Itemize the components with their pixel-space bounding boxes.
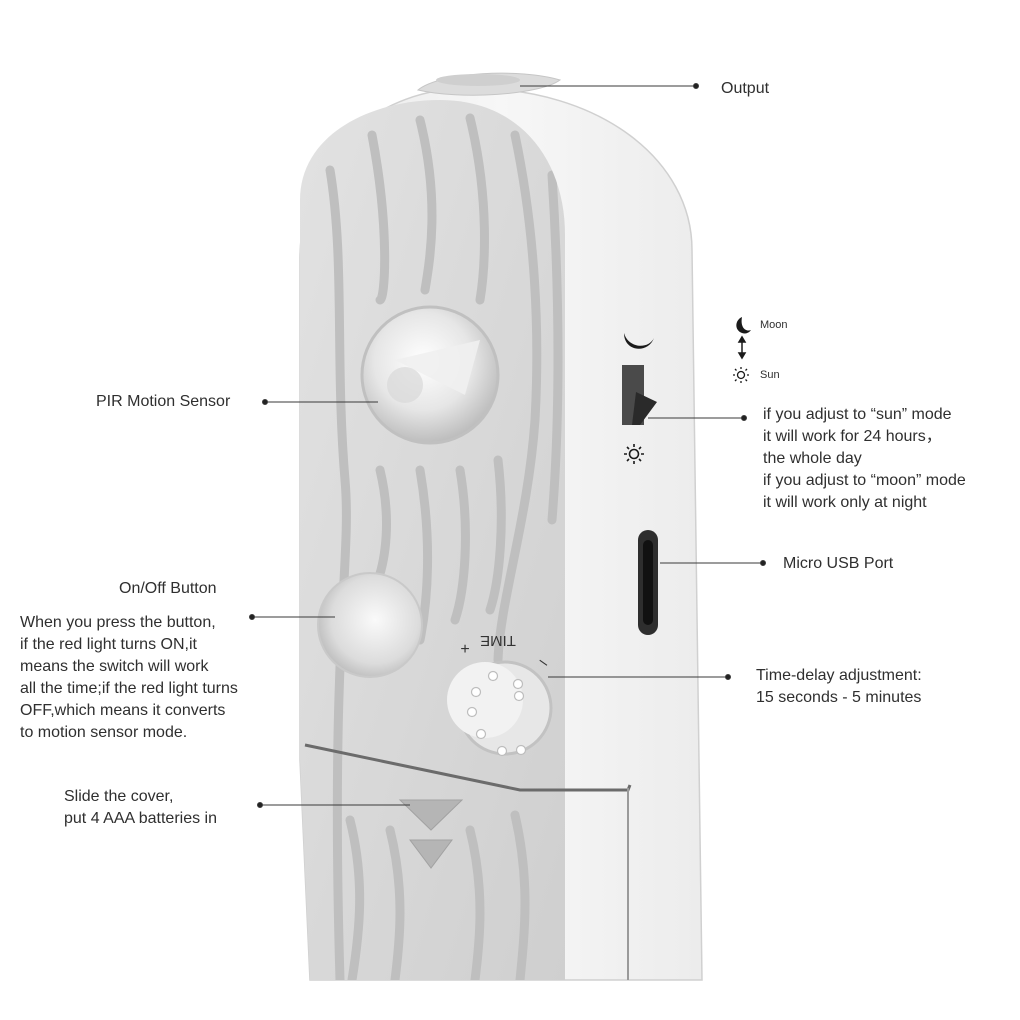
onoff-line: to motion sensor mode. [20,722,238,744]
onoff-line: When you press the button, [20,612,238,634]
output-label: Output [721,78,769,100]
cover-line: Slide the cover, [64,786,217,808]
dial-plus: + [460,641,469,658]
pir-label: PIR Motion Sensor [96,391,230,413]
switch-line: it will work for 24 hours， [763,426,966,448]
moon-label: Moon [760,318,788,332]
onoff-line: means the switch will work [20,656,238,678]
onoff-description: When you press the button, if the red li… [20,612,238,744]
onoff-line: all the time;if the red light turns [20,678,238,700]
dial-title: TIME [480,632,516,649]
cover-line: put 4 AAA batteries in [64,808,217,830]
usb-label: Micro USB Port [783,553,893,575]
time-line: Time-delay adjustment: [756,665,922,687]
onoff-title: On/Off Button [119,578,217,600]
mode-legend [733,317,751,383]
switch-description: if you adjust to “sun” mode it will work… [763,404,966,514]
time-line: 15 seconds - 5 minutes [756,687,922,709]
switch-line: it will work only at night [763,492,966,514]
legend-sun-icon [733,367,749,383]
switch-line: if you adjust to “moon” mode [763,470,966,492]
cover-description: Slide the cover, put 4 AAA batteries in [64,786,217,830]
pir-sensor [362,307,498,443]
output-port [418,73,560,95]
on-off-button[interactable] [318,573,422,677]
onoff-line: if the red light turns ON,it [20,634,238,656]
legend-moon-icon [736,317,751,333]
onoff-line: OFF,which means it converts [20,700,238,722]
up-down-arrow-icon [739,337,745,358]
micro-usb-port [638,530,658,635]
time-description: Time-delay adjustment: 15 seconds - 5 mi… [756,665,922,709]
sun-label: Sun [760,368,780,382]
switch-line: if you adjust to “sun” mode [763,404,966,426]
switch-line: the whole day [763,448,966,470]
